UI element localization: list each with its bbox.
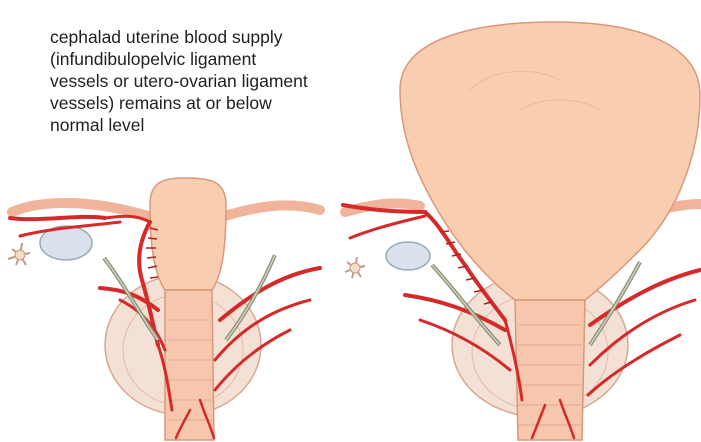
enlarged-uterus-figure — [343, 22, 700, 440]
ovary-right-figure — [386, 242, 430, 270]
uterus-body-enlarged — [400, 22, 700, 300]
cervix-enlarged — [515, 300, 585, 440]
fallopian-tube-right-figure1 — [218, 205, 320, 218]
normal-uterus-figure — [8, 178, 320, 440]
uterus-body-normal — [150, 178, 226, 290]
